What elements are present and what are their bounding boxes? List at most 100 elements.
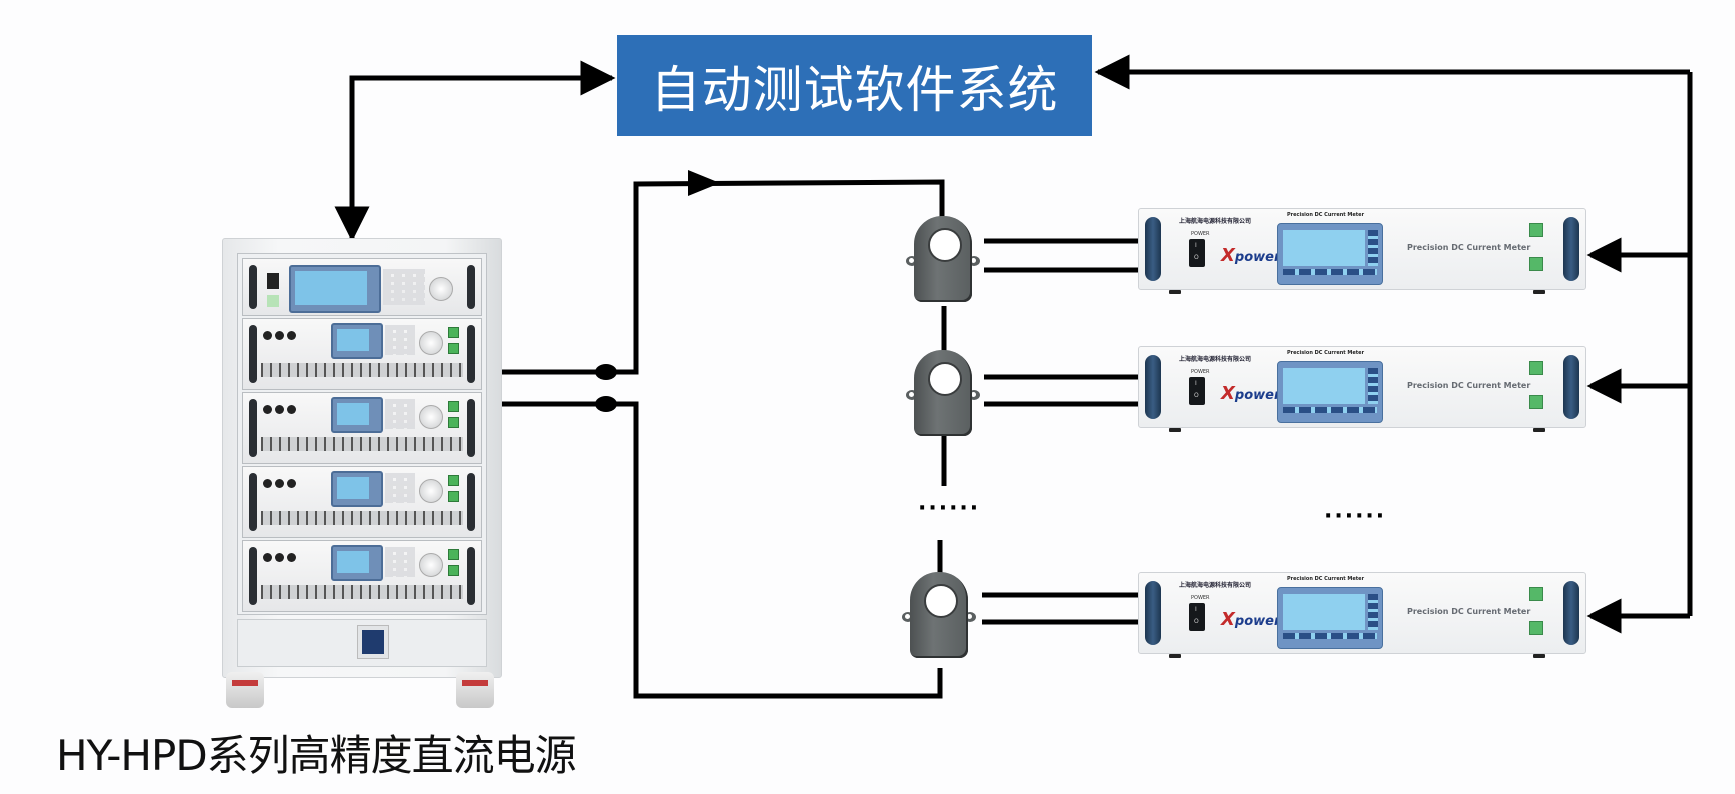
handle-icon (1145, 581, 1161, 645)
module-lcd (331, 471, 383, 507)
power-switch (1189, 239, 1205, 267)
rack-control-unit (242, 258, 482, 316)
mount-ear-icon (964, 612, 976, 622)
vent-grille (261, 511, 463, 525)
brand-logo: Xpower (1221, 609, 1281, 630)
module-knob (419, 553, 443, 577)
dc-output-positive (500, 179, 945, 375)
meter-foot (1169, 428, 1181, 432)
mount-ear-icon (902, 612, 914, 622)
power-module-3 (242, 466, 482, 538)
terminal-icon (263, 331, 272, 340)
meter-model: Precision DC Current Meter (1407, 607, 1531, 616)
power-module-2 (242, 392, 482, 464)
lcd-title: Precision DC Current Meter (1287, 212, 1365, 218)
power-switch (1189, 377, 1205, 405)
control-keypad (383, 269, 425, 305)
port-icon (448, 475, 459, 486)
port-icon (448, 401, 459, 412)
handle-icon (467, 399, 475, 457)
brand-logo: Xpower (1221, 245, 1281, 266)
handle-icon (1145, 355, 1161, 419)
power-switch (1189, 603, 1205, 631)
comm-port-icon (1529, 223, 1543, 237)
meter-foot (1169, 654, 1181, 658)
rack-caster-left (226, 672, 264, 708)
main-breaker (357, 625, 389, 659)
port-icon (448, 343, 459, 354)
comm-port-icon (1529, 395, 1543, 409)
current-meter-2: 上海航海电源科技有限公司 POWER Xpower Precision DC C… (1138, 346, 1586, 432)
terminal-icon (263, 553, 272, 562)
comm-port-icon (1529, 257, 1543, 271)
meter-foot (1533, 428, 1545, 432)
meter-company: 上海航海电源科技有限公司 (1179, 356, 1252, 363)
vent-grille (261, 585, 463, 599)
rack-caster-right (456, 672, 494, 708)
current-direction-arrow (688, 170, 720, 196)
handle-left (249, 265, 257, 309)
module-knob (419, 479, 443, 503)
sensor-aperture (928, 362, 962, 396)
handle-icon (1563, 355, 1579, 419)
brand-logo: Xpower (1221, 383, 1281, 404)
mount-ear-icon (906, 390, 918, 400)
port-icon (448, 491, 459, 502)
port-icon (448, 417, 459, 428)
module-lcd (331, 545, 383, 581)
handle-icon (467, 473, 475, 531)
module-lcd (331, 397, 383, 433)
meter-lcd (1277, 361, 1383, 423)
meter-foot (1169, 290, 1181, 294)
power-module-1 (242, 318, 482, 390)
comm-port-icon (1529, 361, 1543, 375)
current-sensor-n (902, 572, 976, 660)
port-icon (448, 327, 459, 338)
terminal-icon (287, 553, 296, 562)
automated-test-software-box: 自动测试软件系统 (617, 35, 1092, 136)
terminal-icon (275, 331, 284, 340)
port-icon (448, 565, 459, 576)
power-module-4 (242, 540, 482, 612)
port-icon (448, 549, 459, 560)
control-knob (429, 277, 453, 301)
meter-foot (1533, 654, 1545, 658)
current-sensor-1 (906, 216, 980, 304)
module-keypad (385, 547, 415, 577)
module-knob (419, 331, 443, 355)
current-sensor-2 (906, 350, 980, 438)
terminal-icon (287, 479, 296, 488)
sensor-aperture (928, 228, 962, 262)
dc-output-negative (500, 401, 943, 699)
mount-ear-icon (906, 256, 918, 266)
handle-icon (467, 325, 475, 383)
meter-foot (1533, 290, 1545, 294)
power-label: POWER (1191, 369, 1210, 375)
power-supply-rack (222, 238, 502, 678)
control-lcd (289, 265, 381, 313)
comm-port-icon (1529, 621, 1543, 635)
junction-positive (595, 364, 617, 380)
terminal-icon (263, 405, 272, 414)
sensor-ellipsis: ······ (918, 496, 981, 521)
terminal-icon (287, 405, 296, 414)
power-label: POWER (1191, 595, 1210, 601)
rack-bottom-panel (237, 619, 487, 667)
power-switch (267, 273, 279, 289)
handle-right (467, 265, 475, 309)
meter-ellipsis: ······ (1324, 504, 1387, 529)
module-keypad (385, 473, 415, 503)
handle-icon (1563, 217, 1579, 281)
handle-icon (249, 325, 257, 383)
vent-grille (261, 363, 463, 377)
rack-frame (237, 253, 487, 615)
handle-icon (467, 547, 475, 605)
module-keypad (385, 325, 415, 355)
handle-icon (1563, 581, 1579, 645)
lcd-title: Precision DC Current Meter (1287, 350, 1365, 356)
junction-negative (595, 396, 617, 412)
handle-icon (249, 473, 257, 531)
meter-lcd (1277, 223, 1383, 285)
meter-company: 上海航海电源科技有限公司 (1179, 582, 1252, 589)
